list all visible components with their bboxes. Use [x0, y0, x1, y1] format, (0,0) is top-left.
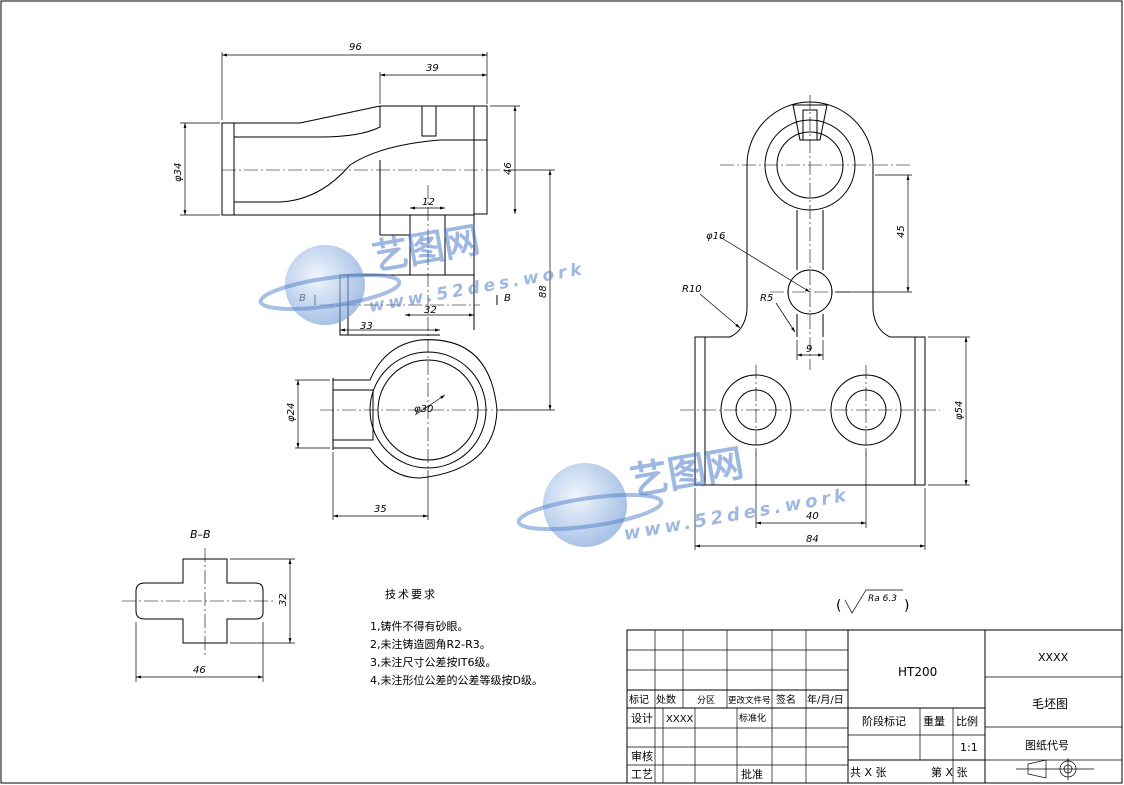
dim-40: 40 [806, 511, 819, 522]
watermark-globe-icon-lower [543, 463, 627, 547]
tb-h-mark: 标记 [629, 694, 649, 706]
dim-phi30: φ30 [414, 404, 433, 415]
front-view: B B 96 39 φ34 12 46 88 33 32 φ24 φ30 [173, 42, 555, 520]
watermark-brand-lower: 艺图网 [627, 441, 747, 504]
section-label: B–B [190, 528, 211, 541]
dim-88: 88 [538, 285, 549, 298]
dim-96: 96 [349, 42, 362, 53]
dim-32: 32 [424, 305, 437, 316]
dim-section-46: 46 [193, 665, 206, 676]
watermark-upper: 艺图网 www.52des.work [258, 220, 587, 325]
tech-item-2: 2,未注铸造圆角R2-R3。 [370, 637, 491, 651]
tech-item-1: 1,铸件不得有砂眼。 [370, 619, 469, 633]
tb-drawing-name: 毛坯图 [1032, 697, 1068, 711]
tb-design-label: 设计 [631, 712, 653, 725]
tech-item-3: 3,未注尺寸公差按IT6级。 [370, 655, 496, 669]
dim-33: 33 [360, 321, 373, 332]
tb-h-date: 年/月/日 [807, 693, 844, 706]
title-block: HT200 XXXX 毛坯图 图纸代号 标记 处数 分区 更改文件号 签名 年/… [626, 629, 1123, 784]
dim-r10: R10 [682, 284, 702, 295]
dim-45: 45 [896, 225, 907, 238]
dim-phi16: φ16 [706, 231, 725, 242]
tb-total-sheets: 共 X 张 [850, 766, 887, 779]
dim-46: 46 [503, 162, 514, 175]
tb-sheet-no: 第 X 张 [931, 765, 968, 779]
tb-weight: 重量 [923, 714, 945, 728]
tb-scale-label: 比例 [956, 714, 978, 728]
tb-h-sign: 签名 [776, 693, 796, 706]
dim-84: 84 [806, 534, 819, 545]
tb-approve: 批准 [741, 767, 763, 781]
tb-design-value: XXXX [666, 714, 694, 725]
dim-35: 35 [374, 504, 387, 515]
tb-craft: 工艺 [631, 768, 653, 781]
dim-phi54: φ54 [954, 401, 965, 420]
dim-12: 12 [422, 197, 435, 208]
dim-9: 9 [806, 344, 812, 355]
roughness-value: Ra 6.3 [868, 594, 897, 604]
dim-phi34: φ34 [173, 163, 184, 182]
tech-requirements: 技术要求 1,铸件不得有砂眼。 2,未注铸造圆角R2-R3。 3,未注尺寸公差按… [370, 588, 543, 687]
tech-title: 技术要求 [385, 588, 437, 601]
cut-mark-right: B [504, 293, 511, 304]
dim-39: 39 [426, 63, 439, 74]
roughness-symbol: ( Ra 6.3 ) [836, 589, 909, 614]
tb-h-count: 处数 [656, 693, 676, 706]
tb-stage-mark: 阶段标记 [862, 714, 906, 728]
tb-scale-value: 1:1 [960, 741, 978, 754]
tb-standardize: 标准化 [739, 712, 766, 724]
tb-h-zone: 分区 [697, 695, 715, 706]
tb-company: XXXX [1038, 651, 1069, 664]
dim-section-32: 32 [278, 593, 289, 606]
watermark-brand-upper: 艺图网 [369, 220, 482, 279]
dim-phi24: φ24 [286, 403, 297, 422]
roughness-open: ( [836, 598, 841, 614]
tb-material: HT200 [898, 665, 937, 679]
side-view: φ16 45 R10 R5 9 φ54 40 84 [680, 95, 970, 550]
roughness-close: ) [904, 598, 909, 614]
watermark-lower: 艺图网 www.52des.work [516, 441, 851, 547]
projection-symbol-icon [1016, 758, 1094, 780]
tb-review: 审核 [631, 749, 653, 763]
tech-item-4: 4,未注形位公差的公差等级按D级。 [370, 673, 543, 687]
dim-r5: R5 [760, 293, 773, 304]
section-bb: B–B 32 46 [122, 528, 295, 682]
arm-cross-section [233, 105, 488, 203]
tb-drawing-code: 图纸代号 [1025, 739, 1069, 752]
tb-h-change: 更改文件号 [728, 695, 771, 706]
